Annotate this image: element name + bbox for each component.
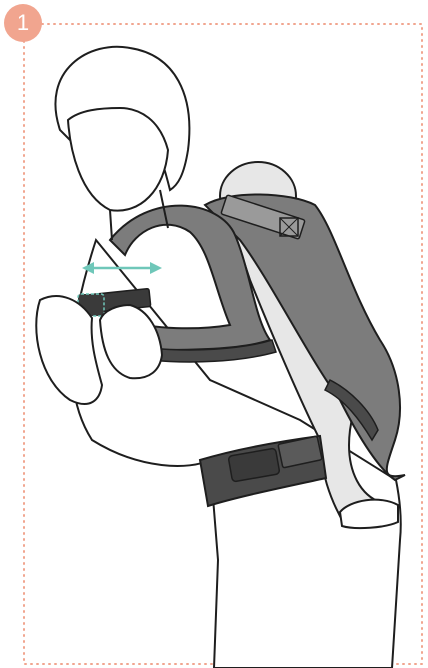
step-number: 1	[17, 10, 29, 35]
step-number-badge: 1	[4, 4, 42, 42]
adult-face	[68, 108, 168, 211]
